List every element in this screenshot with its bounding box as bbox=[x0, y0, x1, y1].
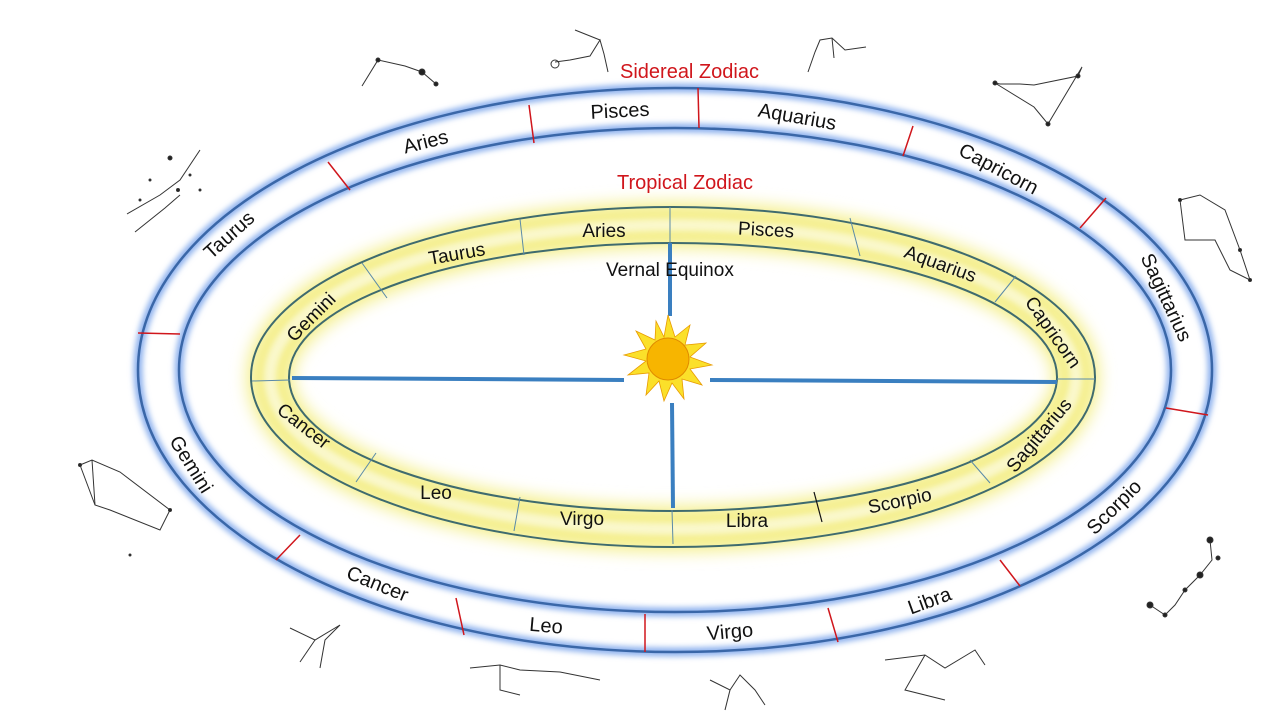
constellation-gemini-icon bbox=[78, 459, 172, 557]
sidereal-zodiac-title: Sidereal Zodiac bbox=[620, 61, 759, 83]
constellation-drawings bbox=[78, 29, 1252, 711]
constellation-leo-icon bbox=[469, 664, 601, 696]
sidereal-zodiac-ring bbox=[133, 83, 1217, 657]
constellation-scorpio-icon bbox=[1146, 536, 1221, 618]
tropical-zodiac-title: Tropical Zodiac bbox=[617, 172, 753, 194]
constellation-libra-icon bbox=[884, 649, 986, 701]
constellation-cancer-icon bbox=[289, 624, 341, 669]
constellation-virgo-icon bbox=[709, 674, 766, 711]
constellation-aquarius-icon bbox=[807, 37, 867, 73]
vernal-equinox-label: Vernal Equinox bbox=[606, 260, 734, 281]
constellation-taurus-icon bbox=[126, 149, 202, 233]
constellation-pisces-icon bbox=[550, 29, 609, 73]
tropical-sign-aries: Aries bbox=[582, 221, 625, 242]
scorpio-boundary bbox=[813, 491, 823, 523]
tropical-dividers bbox=[251, 207, 1095, 545]
sidereal-sign-virgo: Virgo bbox=[706, 619, 754, 645]
axis-lines bbox=[291, 243, 1058, 509]
tropical-sign-pisces: Pisces bbox=[738, 219, 795, 243]
tropical-sign-virgo: Virgo bbox=[560, 509, 604, 530]
sidereal-sign-pisces: Pisces bbox=[590, 99, 650, 124]
tropical-sign-libra: Libra bbox=[726, 511, 769, 532]
tropical-sign-leo: Leo bbox=[420, 483, 452, 504]
constellation-aries-icon bbox=[361, 57, 439, 87]
constellation-sagittarius-icon bbox=[1178, 194, 1252, 282]
sidereal-sign-leo: Leo bbox=[528, 614, 563, 639]
sun-icon bbox=[622, 314, 714, 403]
tropical-zodiac-ring bbox=[247, 202, 1099, 552]
constellation-capricorn-icon bbox=[992, 66, 1083, 127]
sidereal-dividers bbox=[137, 87, 1209, 652]
